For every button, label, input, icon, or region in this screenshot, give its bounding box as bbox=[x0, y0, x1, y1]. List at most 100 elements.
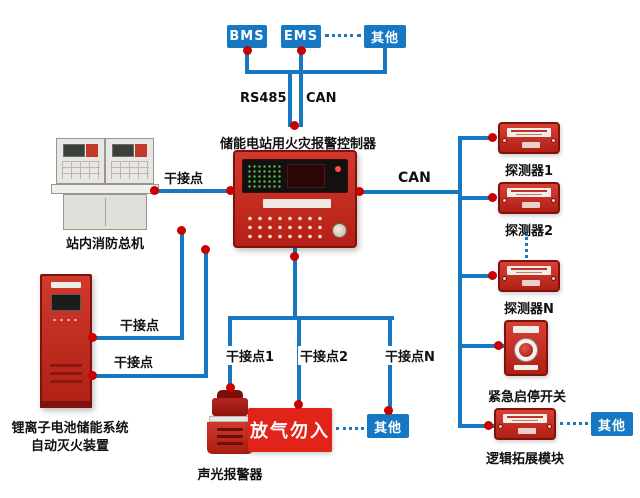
connector-line bbox=[458, 196, 496, 200]
continuation-dots-right bbox=[560, 422, 588, 425]
cabinet-buttons bbox=[51, 317, 81, 323]
can-label-right: CAN bbox=[398, 170, 431, 186]
controller-led-matrix bbox=[247, 164, 281, 188]
dry-contact-label: 干接点 bbox=[112, 352, 156, 371]
switch-tag bbox=[514, 365, 538, 370]
module-screw bbox=[498, 424, 503, 429]
detector-label-strip bbox=[507, 188, 551, 197]
connector-line-rs485 bbox=[288, 70, 292, 127]
fire-alarm-controller bbox=[233, 150, 357, 248]
cabinet-label-line1: 锂离子电池储能系统 bbox=[11, 421, 129, 436]
gas-release-sign: 放气勿入 bbox=[248, 408, 332, 452]
detector-mark bbox=[522, 142, 540, 148]
module-screw bbox=[547, 424, 552, 429]
junction-dot bbox=[226, 383, 235, 392]
can-label-top: CAN bbox=[306, 91, 337, 106]
connector-line bbox=[92, 374, 208, 378]
detector-screw bbox=[551, 276, 556, 281]
continuation-dots-bottom bbox=[336, 427, 364, 430]
cabinet-label-line2: 自动灭火装置 bbox=[30, 439, 109, 454]
connector-line bbox=[388, 316, 392, 414]
connector-line bbox=[180, 230, 184, 340]
junction-dot bbox=[484, 421, 493, 430]
junction-dot bbox=[488, 271, 497, 280]
junction-dot bbox=[297, 46, 306, 55]
switch-button bbox=[514, 338, 538, 362]
sound-light-alarm-label: 声光报警器 bbox=[197, 468, 263, 483]
junction-dot bbox=[494, 341, 503, 350]
alarm-cap bbox=[217, 390, 243, 399]
detector-2-label: 探测器2 bbox=[504, 224, 554, 239]
connector-line bbox=[245, 70, 387, 74]
connector-line bbox=[204, 250, 208, 378]
controller-screen bbox=[287, 164, 325, 188]
connector-line bbox=[458, 274, 496, 278]
detector-n-label: 探测器N bbox=[504, 302, 554, 317]
controller-display bbox=[242, 159, 348, 193]
junction-dot bbox=[150, 186, 159, 195]
controller-alarm-led bbox=[335, 166, 341, 172]
alarm-grille-slot bbox=[217, 435, 243, 438]
battery-suppression-cabinet bbox=[40, 274, 92, 408]
connector-line bbox=[458, 424, 494, 428]
emergency-switch-label: 紧急启停开关 bbox=[487, 390, 566, 405]
junction-dot bbox=[294, 400, 303, 409]
junction-dot bbox=[243, 46, 252, 55]
detector-screw bbox=[502, 276, 507, 281]
junction-dot bbox=[488, 193, 497, 202]
rs485-label: RS485 bbox=[240, 91, 287, 106]
detector-screw bbox=[551, 198, 556, 203]
connector-line bbox=[458, 136, 496, 140]
cabinet-vent bbox=[50, 364, 82, 367]
detector-n bbox=[498, 260, 560, 292]
alarm-grille-slot bbox=[217, 442, 243, 445]
connector-line bbox=[357, 190, 462, 194]
junction-dot bbox=[177, 226, 186, 235]
controller-key-lock bbox=[332, 223, 347, 238]
console-button-grid bbox=[62, 161, 100, 179]
console-desk bbox=[51, 184, 159, 194]
dry-contact-label: 干接点 bbox=[164, 172, 204, 187]
console-button-grid bbox=[111, 161, 149, 179]
module-mark bbox=[518, 428, 536, 434]
detector-1-label: 探测器1 bbox=[504, 164, 554, 179]
connector-line bbox=[92, 336, 184, 340]
controller-label: 储能电站用火灾报警控制器 bbox=[219, 137, 376, 152]
junction-dot bbox=[88, 371, 97, 380]
cabinet-vent bbox=[50, 380, 82, 383]
connector-line bbox=[154, 189, 233, 193]
junction-dot bbox=[290, 252, 299, 261]
can-bus-line bbox=[458, 136, 462, 428]
alarm-strobe bbox=[212, 398, 248, 416]
connector-line bbox=[293, 248, 297, 320]
cabinet-base bbox=[40, 401, 92, 408]
sound-light-alarm bbox=[206, 390, 254, 460]
controller-nameplate bbox=[263, 199, 331, 208]
connector-line bbox=[383, 48, 387, 72]
junction-dot bbox=[226, 186, 235, 195]
dry-contact-label: 干接点 bbox=[118, 315, 162, 334]
station-fire-console bbox=[51, 138, 159, 230]
console-base-cabinet bbox=[63, 194, 147, 230]
console-panel-right bbox=[105, 138, 154, 184]
ems-node: EMS bbox=[281, 25, 321, 48]
detector-2 bbox=[498, 182, 560, 214]
connector-line bbox=[228, 316, 394, 320]
continuation-dots-top bbox=[325, 34, 361, 37]
cabinet-screen bbox=[51, 294, 81, 311]
cabinet-vent bbox=[50, 372, 82, 375]
cabinet-nameplate bbox=[51, 282, 81, 288]
junction-dot bbox=[355, 187, 364, 196]
controller-keypad bbox=[245, 214, 323, 240]
console-indicator bbox=[86, 144, 98, 157]
dry-contact-2-label: 干接点2 bbox=[298, 346, 351, 365]
detector-1 bbox=[498, 122, 560, 154]
bms-node: BMS bbox=[227, 25, 267, 48]
detector-screw bbox=[502, 138, 507, 143]
detector-label-strip bbox=[507, 128, 551, 137]
detector-screw bbox=[502, 198, 507, 203]
console-screen bbox=[63, 144, 85, 157]
dry-contact-1-label: 干接点1 bbox=[224, 346, 277, 365]
module-label-strip bbox=[503, 414, 547, 423]
